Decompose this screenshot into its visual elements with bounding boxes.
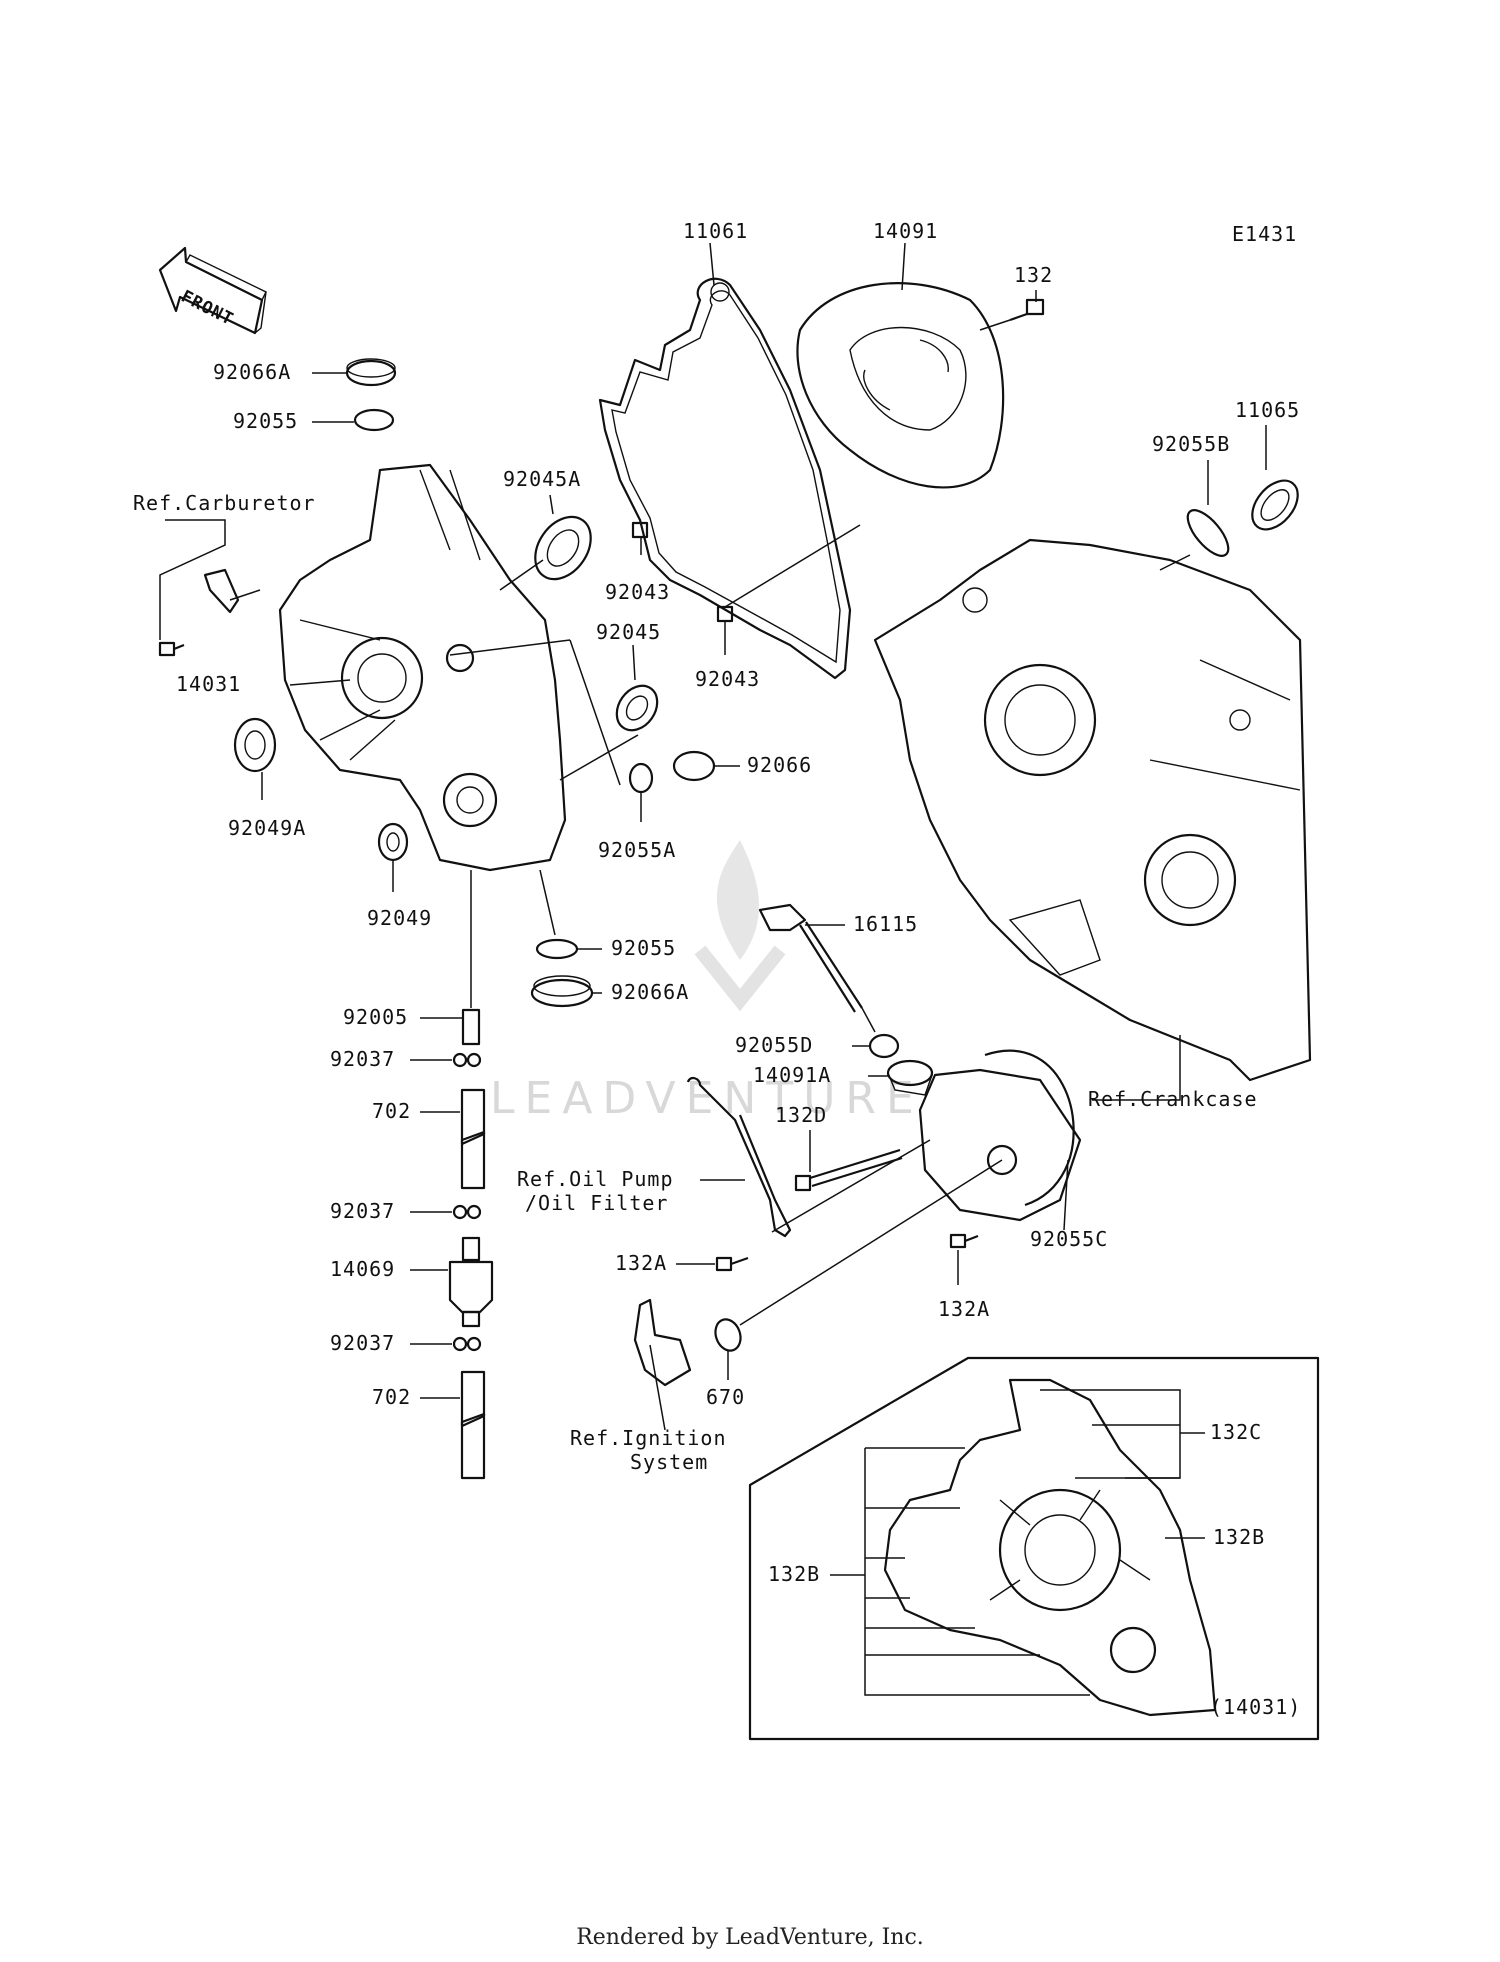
label-132C: 132C	[1210, 1420, 1262, 1444]
label-14031: 14031	[176, 672, 241, 696]
oil-pump-ref-pipe	[686, 1076, 792, 1238]
label-ref-carburetor: Ref.Carburetor	[133, 491, 316, 515]
bearing-92045	[615, 684, 659, 732]
dipstick-16115	[758, 903, 863, 1013]
oring-92055B	[1186, 509, 1230, 557]
oring-92055A	[628, 762, 654, 794]
label-14069: 14069	[330, 1257, 395, 1281]
oring-92055D	[868, 1033, 900, 1059]
bolt-132A-right	[949, 1233, 979, 1249]
label-670: 670	[706, 1385, 745, 1409]
label-92055-mid: 92055	[611, 936, 676, 960]
label-132D: 132D	[775, 1103, 827, 1127]
label-92055-top: 92055	[233, 409, 298, 433]
cover-14091A	[886, 1059, 1082, 1222]
label-inset-ref: (14031)	[1210, 1695, 1301, 1719]
front-label: FRONT	[178, 287, 237, 330]
cover-14031	[278, 463, 567, 872]
watermark: LEADVENTURE	[490, 840, 924, 1124]
label-92055C: 92055C	[1030, 1227, 1108, 1251]
label-92049A: 92049A	[228, 816, 306, 840]
label-ref-ignition-system: System	[630, 1450, 708, 1474]
label-ref-crankcase: Ref.Crankcase	[1088, 1087, 1258, 1111]
label-16115: 16115	[853, 912, 918, 936]
cap-92066A-top	[345, 359, 397, 387]
label-92066A-mid: 92066A	[611, 980, 689, 1004]
label-92037-b: 92037	[330, 1199, 395, 1223]
fitting-92005	[461, 1008, 481, 1046]
filter-14069	[448, 1236, 494, 1328]
label-132B-right: 132B	[1213, 1525, 1265, 1549]
label-92045: 92045	[596, 620, 661, 644]
inset-box	[748, 1356, 1320, 1741]
oring-92055-mid	[535, 938, 579, 960]
label-92043-a: 92043	[605, 580, 670, 604]
carburetor-bracket	[203, 568, 240, 614]
label-92037-a: 92037	[330, 1047, 395, 1071]
label-92066A-top: 92066A	[213, 360, 291, 384]
hose-702-a	[460, 1088, 486, 1190]
label-14091A: 14091A	[753, 1063, 831, 1087]
bearing-92045A	[534, 515, 592, 581]
bolt-132D	[794, 1148, 903, 1192]
bolt-132A-left	[715, 1256, 749, 1272]
bolt-carburetor	[158, 641, 185, 657]
crankcase-ref	[873, 538, 1312, 1082]
seal-92049	[377, 822, 409, 862]
inset-cover-14031	[883, 1378, 1217, 1717]
label-92049: 92049	[367, 906, 432, 930]
bolt-132	[1009, 298, 1045, 322]
leader-lines	[159, 242, 1267, 1696]
dowel-92043-a	[631, 521, 649, 539]
label-132B-left: 132B	[768, 1562, 820, 1586]
label-ref-oil-pump: Ref.Oil Pump	[517, 1167, 674, 1191]
label-92055D: 92055D	[735, 1033, 813, 1057]
diagram-code: E1431	[1232, 222, 1297, 246]
front-arrow-icon: FRONT	[158, 246, 267, 335]
gasket-11061	[598, 277, 852, 680]
clip-92037-c	[452, 1336, 482, 1352]
clip-92037-b	[452, 1204, 482, 1220]
label-92055B: 92055B	[1152, 432, 1230, 456]
label-92037-c: 92037	[330, 1331, 395, 1355]
label-92066: 92066	[747, 753, 812, 777]
label-132: 132	[1014, 263, 1053, 287]
label-11061: 11061	[683, 219, 748, 243]
footer-credit: Rendered by LeadVenture, Inc.	[576, 1925, 924, 1950]
plate-14091	[796, 282, 1005, 489]
label-ref-ignition: Ref.Ignition	[570, 1426, 727, 1450]
watermark-text: LEADVENTURE	[490, 1073, 924, 1124]
seal-11065	[1251, 479, 1299, 531]
callout-labels: 11061 14091 132 92066A 92055 11065 92055…	[133, 219, 1301, 1719]
label-702-b: 702	[372, 1385, 411, 1409]
oring-92055-top	[353, 408, 395, 432]
oring-92055C	[984, 1049, 1075, 1207]
label-92005: 92005	[343, 1005, 408, 1029]
clip-92037-a	[452, 1052, 482, 1068]
label-92045A: 92045A	[503, 467, 581, 491]
label-92043-b: 92043	[695, 667, 760, 691]
label-92055A: 92055A	[598, 838, 676, 862]
label-702-a: 702	[372, 1099, 411, 1123]
label-ref-oil-filter: /Oil Filter	[525, 1191, 668, 1215]
ignition-ref-part	[633, 1298, 692, 1387]
label-14091: 14091	[873, 219, 938, 243]
label-11065: 11065	[1235, 398, 1300, 422]
plug-92066	[672, 750, 716, 782]
label-132A-left: 132A	[615, 1251, 667, 1275]
label-132A-right: 132A	[938, 1297, 990, 1321]
oring-670	[714, 1318, 742, 1352]
seal-92049A	[233, 717, 277, 773]
hose-702-b	[460, 1370, 486, 1480]
